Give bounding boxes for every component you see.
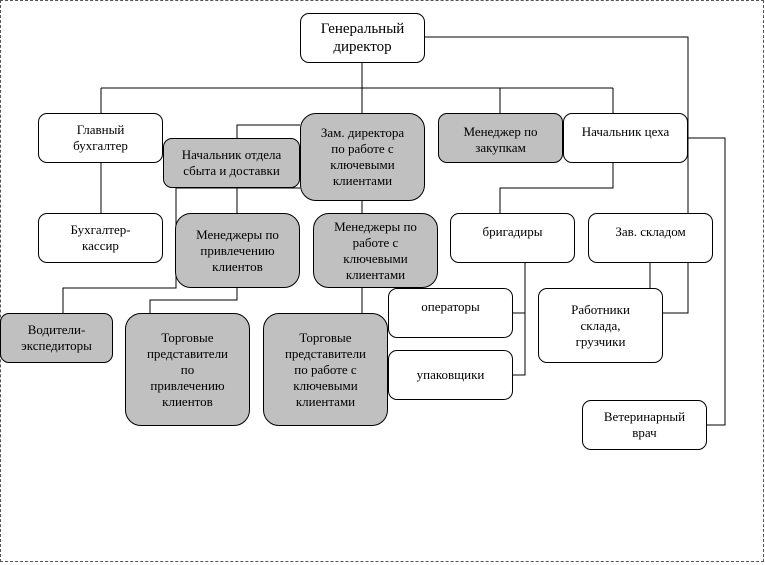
connector-foremen-workers bbox=[513, 263, 526, 376]
node-drivers: Водители- экспедиторы bbox=[0, 313, 113, 363]
node-managers-key-clients: Менеджеры по работе с ключевыми клиентам… bbox=[313, 213, 438, 288]
node-managers-acquisition: Менеджеры по привлечению клиентов bbox=[175, 213, 300, 288]
node-veterinarian: Ветеринарный врач bbox=[582, 400, 707, 450]
node-deputy-key-clients: Зам. директора по работе с ключевыми кли… bbox=[300, 113, 425, 201]
node-chief-accountant: Главный бухгалтер bbox=[38, 113, 163, 163]
node-warehouse-staff: Работники склада, грузчики bbox=[538, 288, 663, 363]
node-foremen: бригадиры bbox=[450, 213, 575, 263]
connector-shop-vet bbox=[688, 137, 726, 426]
node-reps-key-clients: Торговые представители по работе с ключе… bbox=[263, 313, 388, 426]
node-reps-acquisition: Торговые представители по привлечению кл… bbox=[125, 313, 250, 426]
node-packers: упаковщики bbox=[388, 350, 513, 400]
connector-shop-foremen bbox=[499, 162, 614, 213]
node-cashier: Бухгалтер- кассир bbox=[38, 213, 163, 263]
node-warehouse-head: Зав. складом bbox=[588, 213, 713, 263]
connector-sales-drivers bbox=[62, 187, 300, 313]
connector-mgracq-repsacq bbox=[149, 288, 238, 313]
connector-deputy-sales bbox=[236, 124, 300, 138]
node-shop-head: Начальник цеха bbox=[563, 113, 688, 163]
node-general-director: Генеральный директор bbox=[300, 13, 425, 63]
connector-director-right bbox=[425, 36, 689, 314]
node-operators: операторы bbox=[388, 288, 513, 338]
node-purchase-manager: Менеджер по закупкам bbox=[438, 113, 563, 163]
node-sales-delivery-head: Начальник отдела сбыта и доставки bbox=[163, 138, 300, 188]
